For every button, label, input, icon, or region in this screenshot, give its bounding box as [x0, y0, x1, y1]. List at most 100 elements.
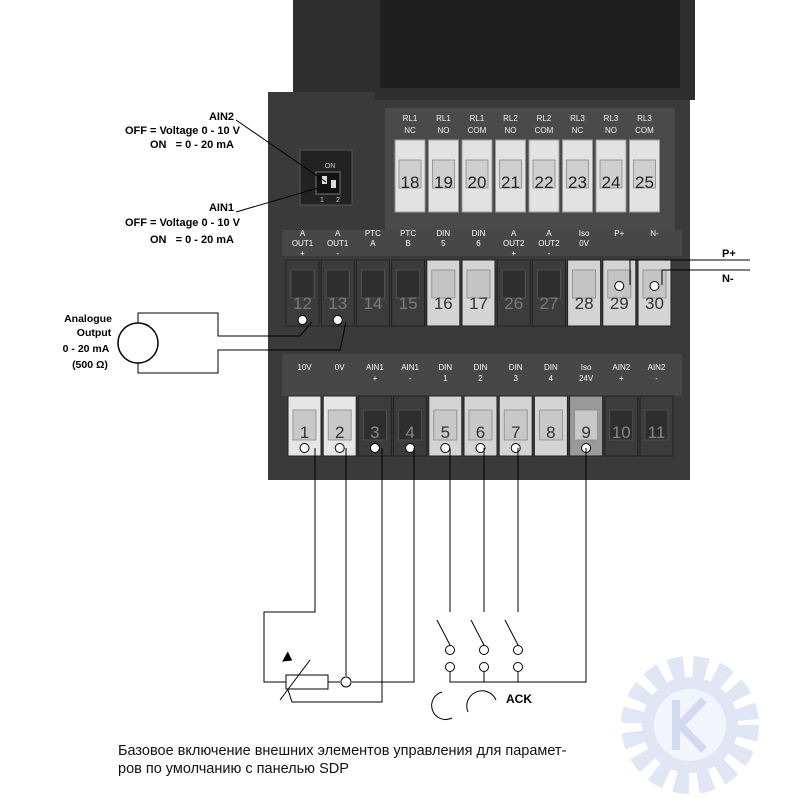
terminal-30[interactable]: 30 [637, 259, 672, 327]
terminal-number: 28 [575, 294, 594, 313]
terminal-label: OUT2 [538, 239, 560, 248]
ain1-line1: OFF = Voltage 0 - 10 V [125, 217, 241, 229]
terminal-label: RL1 [403, 114, 418, 123]
housing-inner-bottom [282, 354, 682, 396]
terminal-number: 25 [635, 173, 654, 192]
terminal-label: - [655, 374, 658, 383]
terminal-label: 5 [441, 239, 446, 248]
bottom-terminal-row: 110V20V3AIN1+4AIN1-5DIN16DIN27DIN38DIN49… [287, 363, 674, 457]
terminal-label: RL3 [570, 114, 585, 123]
analogue-output: Analogue Output 0 - 20 mA (500 Ω) [63, 312, 347, 374]
terminal-label: OUT2 [503, 239, 525, 248]
terminal-number: 5 [441, 423, 450, 442]
terminal-label: RL2 [503, 114, 518, 123]
terminal-28[interactable]: 28 [567, 259, 602, 327]
terminal-label: COM [468, 126, 487, 135]
terminal-label: PTC [365, 229, 381, 238]
terminal-16[interactable]: 16 [426, 259, 461, 327]
caption-line2: ров по умолчанию с панелью SDP [118, 761, 349, 777]
caption-line1: Базовое включение внешних элементов упра… [118, 743, 567, 759]
terminal-20[interactable]: 20 [461, 139, 493, 213]
terminal-number: 8 [546, 423, 555, 442]
terminal-number: 18 [401, 173, 420, 192]
terminal-27[interactable]: 27 [531, 259, 566, 327]
terminal-label: DIN [438, 363, 452, 372]
terminal-2[interactable]: 2 [322, 395, 357, 457]
terminal-number: 1 [300, 423, 309, 442]
ain1-line2: ON = 0 - 20 mA [150, 234, 234, 246]
terminal-label: RL3 [637, 114, 652, 123]
terminal-14[interactable]: 14 [355, 259, 390, 327]
terminal-26[interactable]: 26 [496, 259, 531, 327]
terminal-8[interactable]: 8 [533, 395, 568, 457]
terminal-label: 2 [478, 374, 483, 383]
terminal-label: 0V [335, 363, 345, 372]
terminal-label: AIN2 [648, 363, 666, 372]
terminal-22[interactable]: 22 [528, 139, 560, 213]
terminal-label: DIN [436, 229, 450, 238]
terminal-6[interactable]: 6 [463, 395, 498, 457]
terminal-number: 13 [328, 294, 347, 313]
top-cover-lid [380, 0, 680, 88]
wire-node [440, 443, 451, 453]
terminal-label: OUT1 [327, 239, 349, 248]
external-wiring [263, 448, 587, 720]
terminal-label: - [336, 249, 339, 258]
wire-node [299, 443, 310, 453]
terminal-10[interactable]: 10 [604, 395, 639, 457]
terminal-label: 10V [297, 363, 312, 372]
rs485-wires: P+ N- [629, 248, 750, 285]
terminal-21[interactable]: 21 [495, 139, 526, 213]
ain1-note: AIN1 OFF = Voltage 0 - 10 V ON = 0 - 20 … [125, 187, 319, 246]
terminal-number: 12 [293, 294, 312, 313]
terminal-label: AIN1 [366, 363, 384, 372]
terminal-label: DIN [544, 363, 558, 372]
wire-node [614, 281, 625, 291]
terminal-label: AIN1 [401, 363, 419, 372]
terminal-label: 6 [476, 239, 481, 248]
terminal-23[interactable]: 23 [562, 139, 593, 213]
terminal-19[interactable]: 19 [428, 139, 459, 213]
terminal-number: 7 [511, 423, 520, 442]
caption: Базовое включение внешних элементов упра… [118, 742, 678, 778]
terminal-24[interactable]: 24 [595, 139, 627, 213]
wire-node [369, 443, 380, 453]
terminal-number: 22 [535, 173, 554, 192]
terminal-18[interactable]: 18 [394, 139, 426, 213]
terminal-label: A [511, 229, 517, 238]
ain2-line1: OFF = Voltage 0 - 10 V [125, 125, 241, 137]
relay-terminal-row: 18RL1NC19RL1NO20RL1COM21RL2NO22RL2COM23R… [394, 114, 660, 213]
terminal-number: 16 [434, 294, 453, 313]
terminal-11[interactable]: 11 [639, 395, 674, 457]
terminal-number: 4 [405, 423, 414, 442]
terminal-number: 11 [648, 423, 666, 442]
terminal-17[interactable]: 17 [461, 259, 496, 327]
terminal-label: 3 [513, 374, 518, 383]
terminal-label: NC [572, 126, 584, 135]
terminal-label: B [405, 239, 410, 248]
ao-line3: 0 - 20 mA [63, 343, 110, 355]
terminal-label: - [409, 374, 412, 383]
ack-label: ACK [506, 692, 532, 706]
terminal-label: COM [535, 126, 554, 135]
dip-on-label: ON [325, 163, 336, 170]
terminal-label: 24V [579, 374, 594, 383]
terminal-label: 0V [579, 239, 589, 248]
terminal-29[interactable]: 29 [602, 259, 637, 327]
wire-node [510, 443, 521, 453]
wire-node [334, 443, 345, 453]
terminal-label: RL2 [537, 114, 552, 123]
terminal-label: OUT1 [292, 239, 314, 248]
terminal-25[interactable]: 25 [629, 139, 660, 213]
p-plus-label: P+ [722, 248, 736, 260]
terminal-number: 14 [363, 294, 382, 313]
terminal-15[interactable]: 15 [391, 259, 426, 327]
ao-line4: (500 Ω) [72, 359, 108, 371]
dip-switch[interactable]: ON 1 2 [299, 149, 353, 206]
dip-pos-2: 2 [336, 197, 340, 204]
terminal-number: 24 [602, 173, 621, 192]
terminal-label: P+ [614, 229, 624, 238]
terminal-label: + [373, 374, 378, 383]
ao-line1: Analogue [64, 313, 112, 325]
terminal-label: RL1 [470, 114, 485, 123]
